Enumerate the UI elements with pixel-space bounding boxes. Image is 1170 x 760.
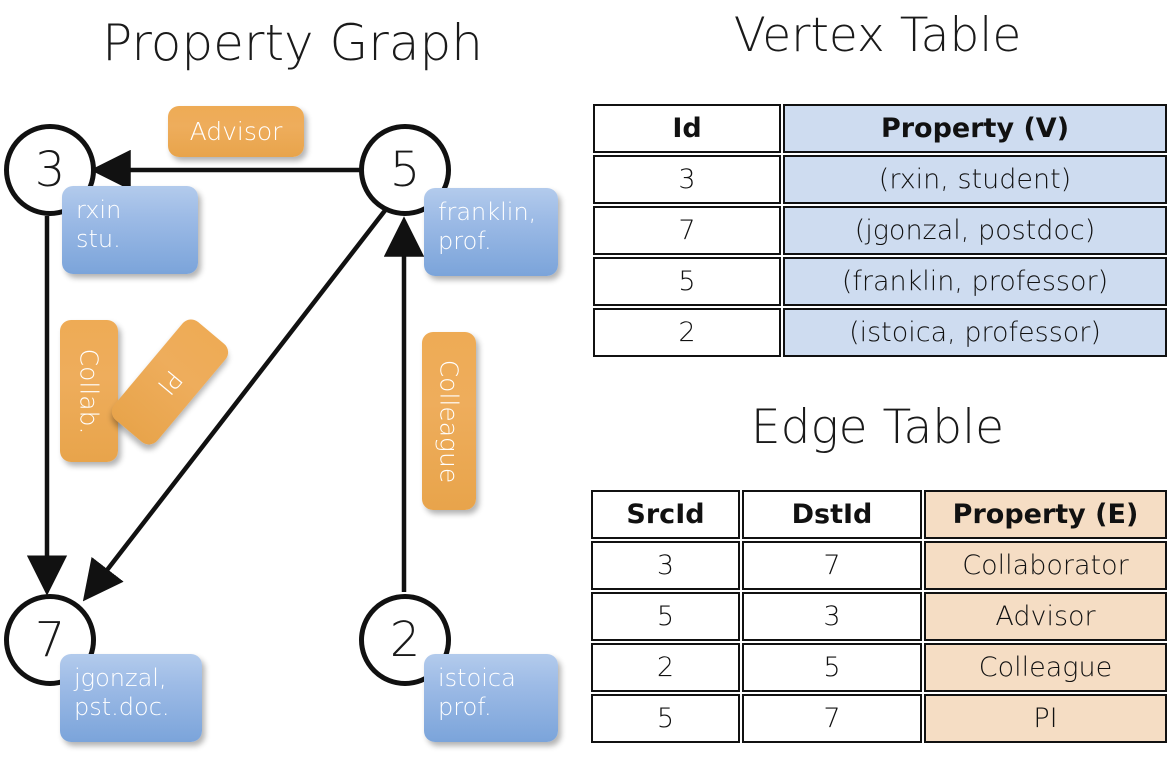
edge-row-2-dst: 5 — [742, 643, 922, 692]
edge-row-0-property: Collaborator — [924, 541, 1167, 590]
edge-table-header-property: Property (E) — [924, 490, 1167, 539]
edge-row-0-src: 3 — [591, 541, 740, 590]
graph-node-2-label: 2 — [389, 612, 421, 668]
edge-label-advisor-text: Advisor — [189, 117, 283, 146]
edge-row-3-dst: 7 — [742, 694, 922, 743]
vertex-property-box-3[interactable]: rxin stu. — [62, 186, 198, 274]
vertex-row-3-property: (istoica, professor) — [783, 308, 1167, 357]
edge-label-collab[interactable]: Collab. — [60, 320, 118, 462]
table-row[interactable]: 3 7 Collaborator — [591, 541, 1167, 590]
graph-node-5[interactable]: 5 — [359, 124, 451, 216]
edge-row-2-property: Colleague — [924, 643, 1167, 692]
vertex-row-0-property: (rxin, student) — [783, 155, 1167, 204]
edge-row-3-src: 5 — [591, 694, 740, 743]
table-row[interactable]: 5 (franklin, professor) — [593, 257, 1167, 306]
table-row[interactable]: 3 (rxin, student) — [593, 155, 1167, 204]
page-title-vertex-table: Vertex Table — [733, 8, 1022, 63]
table-row[interactable]: 2 (istoica, professor) — [593, 308, 1167, 357]
page-title-edge-table: Edge Table — [750, 400, 1005, 455]
table-row[interactable]: 5 7 PI — [591, 694, 1167, 743]
graph-node-2[interactable]: 2 — [359, 594, 451, 686]
edge-arrow-5-to-7 — [82, 202, 392, 602]
vertex-table-header-property: Property (V) — [783, 104, 1167, 153]
edge-row-3-property: PI — [924, 694, 1167, 743]
vertex-row-2-id: 5 — [593, 257, 781, 306]
table-header-row: SrcId DstId Property (E) — [591, 490, 1167, 539]
vertex-property-line-2: stu. — [76, 225, 121, 254]
vertex-property-box-2[interactable]: istoica prof. — [424, 654, 558, 742]
table-row[interactable]: 5 3 Advisor — [591, 592, 1167, 641]
vertex-property-line-1: istoica — [438, 664, 516, 692]
edge-row-1-property: Advisor — [924, 592, 1167, 641]
table-row[interactable]: 7 (jgonzal, postdoc) — [593, 206, 1167, 255]
edge-label-collab-text: Collab. — [74, 348, 104, 434]
vertex-row-1-id: 7 — [593, 206, 781, 255]
vertex-table: Id Property (V) 3 (rxin, student) 7 (jgo… — [591, 102, 1169, 359]
vertex-property-box-7[interactable]: jgonzal, pst.doc. — [60, 654, 202, 742]
vertex-property-line-1: jgonzal, — [74, 664, 167, 692]
edge-label-colleague-text: Colleague — [434, 359, 464, 483]
edge-table: SrcId DstId Property (E) 3 7 Collaborato… — [589, 488, 1169, 745]
table-row[interactable]: 2 5 Colleague — [591, 643, 1167, 692]
vertex-property-line-2: prof. — [438, 693, 492, 722]
edge-label-advisor[interactable]: Advisor — [168, 106, 304, 157]
table-header-row: Id Property (V) — [593, 104, 1167, 153]
vertex-row-1-property: (jgonzal, postdoc) — [783, 206, 1167, 255]
edge-row-1-dst: 3 — [742, 592, 922, 641]
vertex-row-0-id: 3 — [593, 155, 781, 204]
vertex-table-header-id: Id — [593, 104, 781, 153]
edge-row-1-src: 5 — [591, 592, 740, 641]
graph-edges-svg — [26, 149, 425, 602]
vertex-property-line-2: pst.doc. — [74, 693, 170, 722]
edge-label-colleague[interactable]: Colleague — [422, 332, 476, 510]
edge-table-header-dstid: DstId — [742, 490, 922, 539]
vertex-row-3-id: 2 — [593, 308, 781, 357]
graph-node-7-label: 7 — [34, 612, 66, 668]
vertex-row-2-property: (franklin, professor) — [783, 257, 1167, 306]
vertex-property-line-2: prof. — [438, 227, 492, 256]
graph-node-3-label: 3 — [34, 142, 66, 198]
edge-row-0-dst: 7 — [742, 541, 922, 590]
edge-label-pi-text: PI — [151, 364, 189, 400]
graph-node-5-label: 5 — [389, 142, 421, 198]
vertex-property-line-1: rxin — [76, 196, 122, 224]
edge-table-header-srcid: SrcId — [591, 490, 740, 539]
vertex-property-line-1: franklin, — [438, 198, 537, 226]
vertex-property-box-5[interactable]: franklin, prof. — [424, 188, 558, 276]
page-title-property-graph: Property Graph — [102, 14, 483, 72]
edge-row-2-src: 2 — [591, 643, 740, 692]
